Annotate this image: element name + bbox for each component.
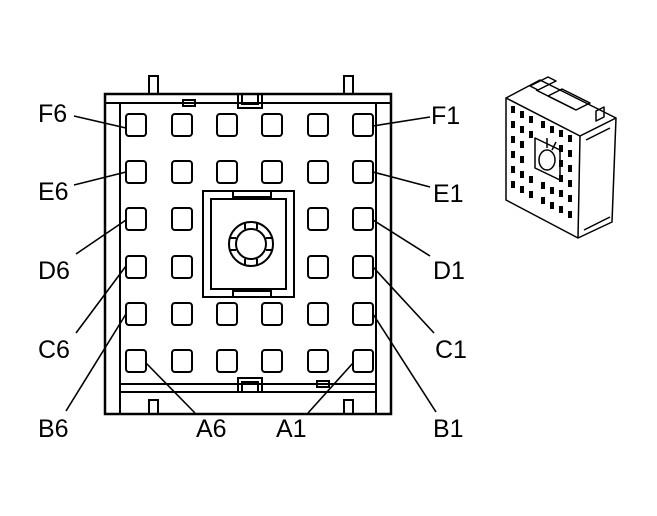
cavity-F2: [307, 113, 329, 137]
leader-E6: [73, 171, 127, 186]
leader-F1: [372, 116, 431, 127]
cavity-C1: [352, 255, 374, 279]
center-module-inner: [210, 198, 287, 290]
leader-A1: [307, 362, 354, 414]
cavity-C5: [171, 255, 193, 279]
label-D6: D6: [38, 257, 70, 285]
bottom-right-tab: [343, 399, 354, 414]
label-C6: C6: [38, 336, 70, 364]
label-B1: B1: [433, 415, 464, 443]
cavity-D5: [171, 207, 193, 231]
label-A6: A6: [196, 415, 227, 443]
iso-body: [505, 79, 617, 239]
label-A1: A1: [276, 415, 307, 443]
label-D1: D1: [433, 257, 465, 285]
pin-cavities: [125, 113, 374, 373]
cavity-D1: [352, 207, 374, 231]
cavity-B6: [125, 302, 147, 326]
connector-housing: [103, 92, 393, 416]
leader-E1: [372, 171, 431, 188]
label-E1: E1: [433, 180, 464, 208]
cavity-E4: [216, 160, 238, 184]
center-module-outer: [202, 190, 295, 298]
cavity-A1: [352, 349, 374, 373]
cavity-A5: [171, 349, 193, 373]
top-right-tab: [343, 75, 354, 94]
label-F1: F1: [431, 102, 460, 130]
leader-F6: [73, 115, 127, 129]
iso-side-cavities: [511, 106, 572, 218]
connector-isometric-view: [505, 76, 617, 239]
bottom-latch: [237, 377, 263, 392]
leader-D1: [372, 219, 431, 257]
leader-B6: [65, 313, 127, 412]
label-F6: F6: [38, 100, 67, 128]
cavity-E1: [352, 160, 374, 184]
leader-C1: [372, 266, 435, 334]
label-E6: E6: [38, 178, 69, 206]
cavity-B3: [261, 302, 283, 326]
label-B6: B6: [38, 415, 69, 443]
cavity-F5: [171, 113, 193, 137]
cavity-F4: [216, 113, 238, 137]
cavity-F6: [125, 113, 147, 137]
cavity-B1: [352, 302, 374, 326]
cavity-A2: [307, 349, 329, 373]
leader-C6: [75, 265, 127, 334]
top-left-tab: [148, 75, 159, 94]
leader-lines: [65, 115, 437, 414]
connector-face: [103, 75, 393, 416]
cavity-E5: [171, 160, 193, 184]
cavity-C2: [307, 255, 329, 279]
cavity-F1: [352, 113, 374, 137]
pin-labels: F6 F1 E6 E1 D6 D1 C6 C1 B6 B1 A6 A1: [38, 100, 467, 443]
cavity-A4: [216, 349, 238, 373]
center-boss: [228, 221, 274, 267]
cavity-F3: [261, 113, 283, 137]
leader-B1: [372, 313, 437, 413]
bottom-left-tab: [148, 399, 159, 414]
iso-center-boss: [538, 149, 556, 171]
cavity-A3: [261, 349, 283, 373]
cavity-E2: [307, 160, 329, 184]
cavity-B5: [171, 302, 193, 326]
cavity-B2: [307, 302, 329, 326]
cavity-B4: [216, 302, 238, 326]
cavity-E3: [261, 160, 283, 184]
cavity-E6: [125, 160, 147, 184]
label-C1: C1: [435, 336, 467, 364]
cavity-D2: [307, 207, 329, 231]
leader-A6: [145, 362, 196, 414]
cavity-D6: [125, 207, 147, 231]
leader-D6: [75, 219, 127, 255]
top-latch: [237, 94, 263, 109]
cavity-C6: [125, 255, 147, 279]
cavity-A6: [125, 349, 147, 373]
